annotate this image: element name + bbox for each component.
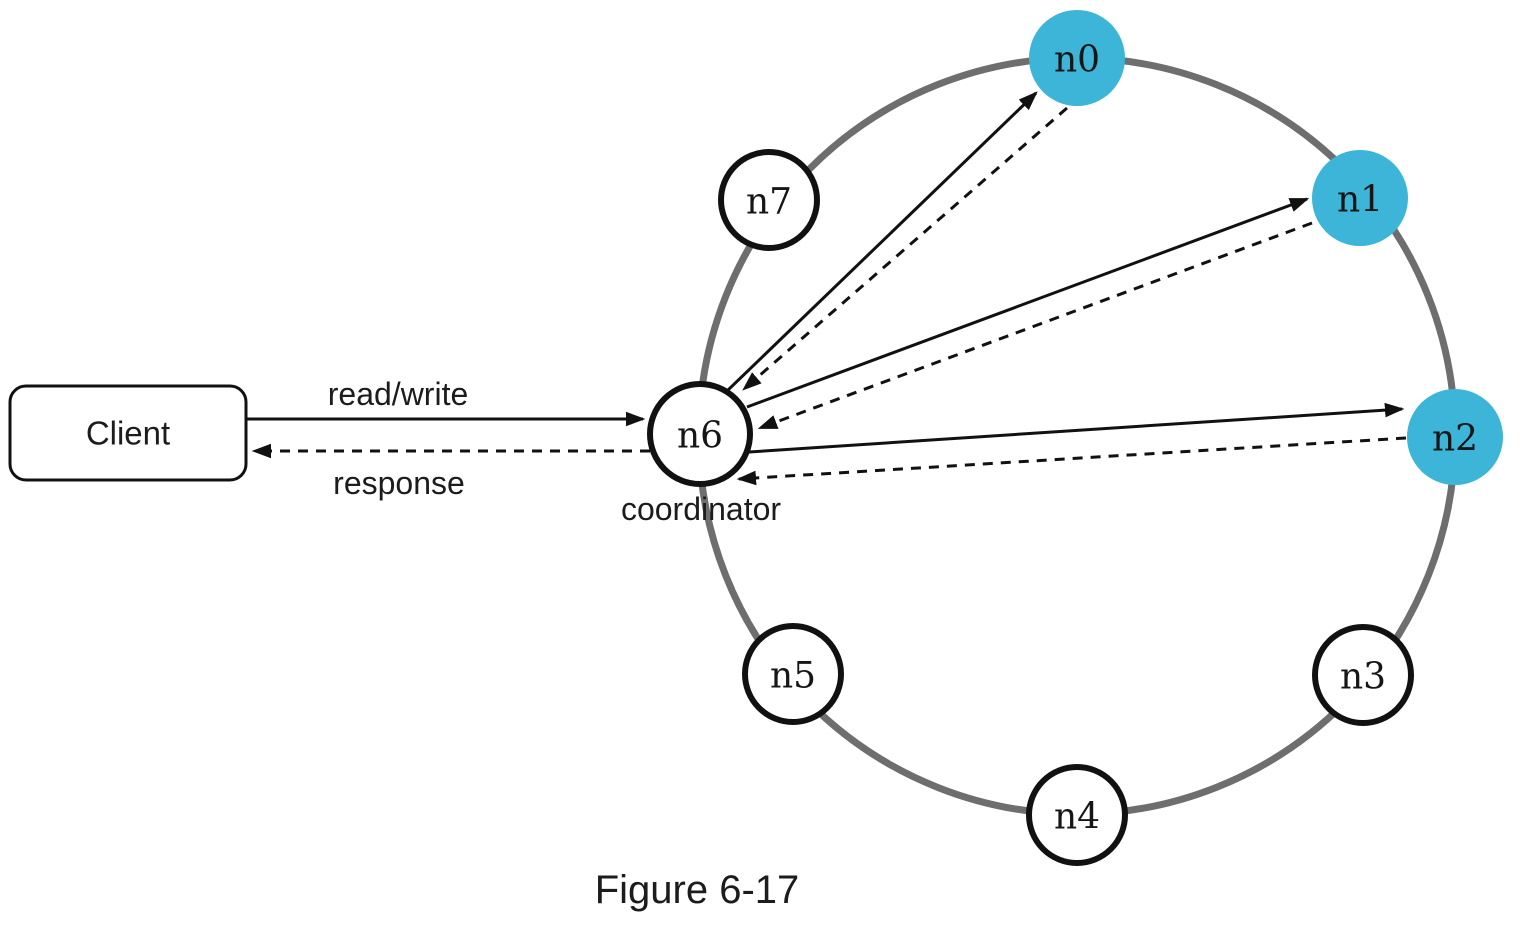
node-n2-circle — [1407, 389, 1503, 485]
edge-n6-to-n1-request — [746, 197, 1310, 409]
node-n6-coordinator: n6 — [647, 381, 753, 487]
node-n0-label: n0 — [1054, 40, 1100, 81]
read-write-label: read/write — [328, 376, 469, 412]
node-n5-circle — [742, 623, 844, 725]
node-n4-circle — [1026, 764, 1128, 866]
node-n3: n3 — [1312, 624, 1414, 726]
node-n3-circle — [1312, 624, 1414, 726]
node-n5: n5 — [742, 623, 844, 725]
node-n2-label: n2 — [1432, 419, 1478, 460]
client-box: Client — [8, 384, 248, 482]
edge-n1-to-n6-response — [757, 221, 1313, 430]
figure-caption: Figure 6-17 — [595, 868, 800, 912]
node-n4-label: n4 — [1054, 797, 1100, 838]
coordinator-label: coordinator — [621, 491, 781, 527]
node-n7-circle — [718, 149, 820, 251]
node-n2: n2 — [1407, 389, 1503, 485]
node-n4: n4 — [1026, 764, 1128, 866]
node-n1-circle — [1312, 150, 1408, 246]
node-n6-circle — [647, 381, 753, 487]
node-n1: n1 — [1312, 150, 1408, 246]
node-n1-label: n1 — [1337, 180, 1383, 221]
response-label: response — [333, 465, 465, 501]
node-n0-circle — [1029, 10, 1125, 106]
edge-n2-to-n6-response — [736, 436, 1407, 486]
node-n7-label: n7 — [746, 182, 792, 223]
node-n3-label: n3 — [1340, 657, 1386, 698]
client-label: Client — [86, 415, 170, 452]
edge-n6-to-n2-request — [748, 402, 1405, 454]
node-n5-label: n5 — [770, 656, 816, 697]
node-n7: n7 — [718, 149, 820, 251]
client-box-rect — [8, 384, 248, 482]
edge-n6-to-n0-request — [725, 91, 1038, 393]
node-n0: n0 — [1029, 10, 1125, 106]
node-n6-label: n6 — [677, 416, 723, 457]
